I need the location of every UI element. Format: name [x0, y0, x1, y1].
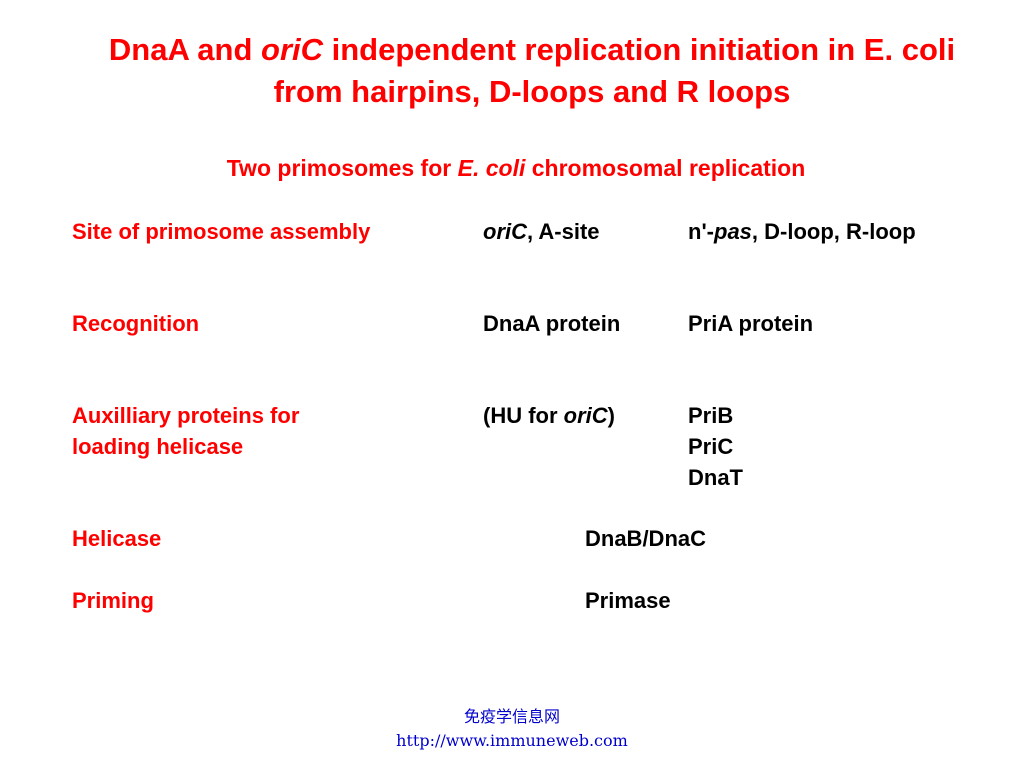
subtitle-text-pre: Two primosomes for [226, 155, 458, 181]
footer-url-link[interactable]: http://www.immuneweb.com [396, 731, 628, 750]
row-auxiliary-oric-cell: (HU for oriC) [483, 405, 615, 427]
row-label-auxiliary-line1: Auxilliary proteins for [72, 403, 300, 428]
aux-protein-dnat: DnaT [688, 465, 743, 490]
row-helicase-shared-cell: DnaB/DnaC [585, 526, 707, 551]
row-label-helicase: Helicase [72, 526, 162, 551]
aux-protein-pric: PriC [688, 434, 734, 459]
footer-site-name: 免疫学信息网 [463, 707, 560, 726]
row-label-priming: Priming [72, 588, 154, 613]
title-text-pre: DnaA and [108, 32, 262, 67]
row-label-recognition: Recognition [72, 311, 200, 336]
row-recognition-oric-cell: DnaA protein [483, 311, 621, 336]
aux-hu-oric-italic: oriC [563, 403, 608, 428]
row-label-site: Site of primosome assembly [72, 219, 371, 244]
row-site-oric-cell: oriC, A-site [483, 221, 600, 243]
title-text-oric: oriC [261, 32, 324, 67]
slide-subtitle: Two primosomes for E. coli chromosomal r… [0, 157, 1024, 180]
row-label-auxiliary-line2: loading helicase [72, 434, 244, 459]
aux-hu-pre: (HU for [483, 403, 564, 428]
site-oric-rest: , A-site [527, 219, 600, 244]
site-pas-italic: pas [714, 219, 752, 244]
site-pas-pre: n'- [688, 219, 714, 244]
row-site-pria-cell: n'-pas, D-loop, R-loop [688, 221, 916, 243]
aux-protein-prib: PriB [688, 403, 734, 428]
row-priming-shared-cell: Primase [585, 588, 671, 613]
aux-hu-post: ) [607, 403, 615, 428]
slide-title-line2: from hairpins, D-loops and R loops [273, 74, 791, 109]
subtitle-text-ecoli: E. coli [457, 155, 526, 181]
row-recognition-pria-cell: PriA protein [688, 311, 814, 336]
subtitle-text-post: chromosomal replication [525, 155, 806, 181]
site-oric-italic: oriC [483, 219, 527, 244]
slide-title-line1: DnaA and oriC independent replication in… [40, 34, 1024, 65]
site-pas-rest: , D-loop, R-loop [751, 219, 916, 244]
title-text-post: independent replication initiation in E.… [323, 32, 956, 67]
